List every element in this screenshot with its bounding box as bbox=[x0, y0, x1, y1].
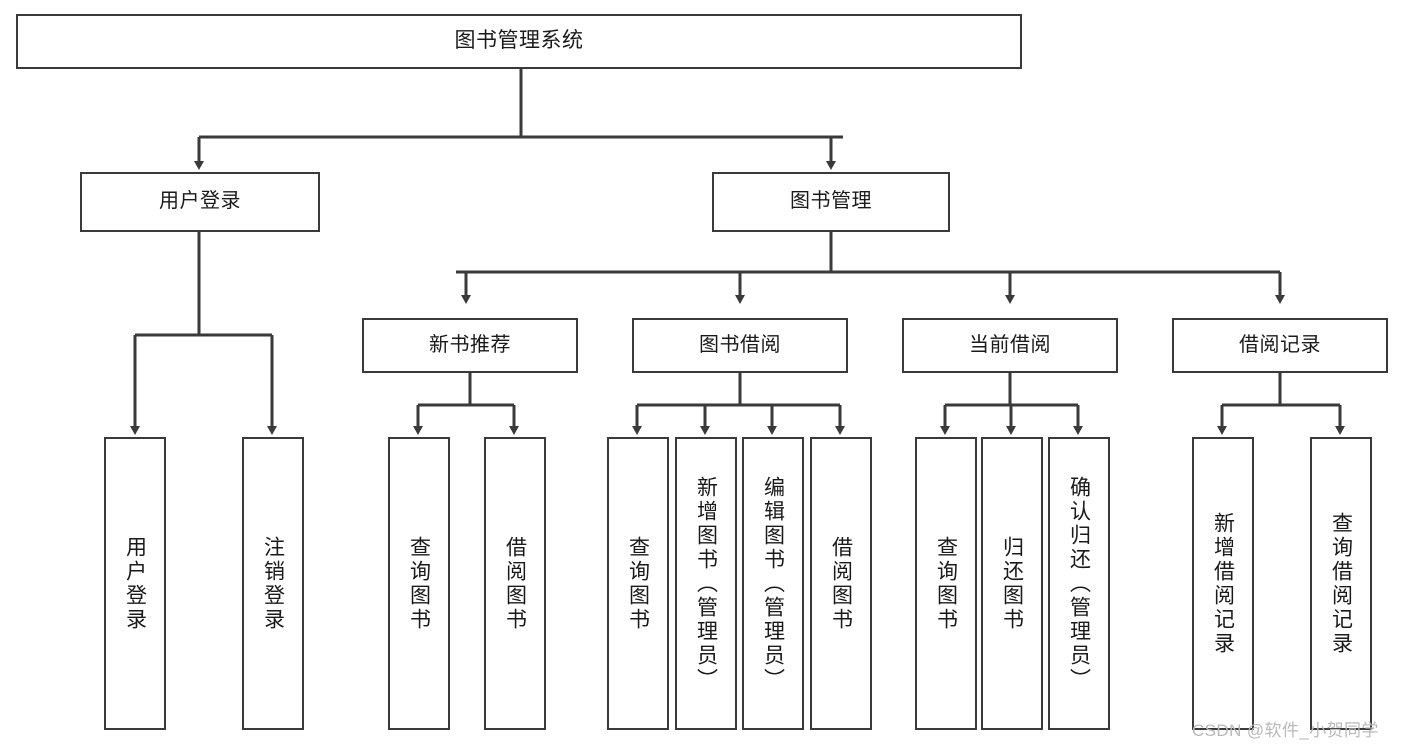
node-current-borrow[interactable]: 当前借阅 bbox=[902, 318, 1118, 373]
node-book-borrow[interactable]: 图书借阅 bbox=[632, 318, 848, 373]
node-book-manage-label: 图书管理 bbox=[790, 190, 872, 213]
node-leaf-confirm-return[interactable]: 确认归还（管理员） bbox=[1048, 437, 1110, 730]
node-leaf-borrow-book-2[interactable]: 借阅图书 bbox=[810, 437, 872, 730]
node-leaf-query-book-2-label: 查询图书 bbox=[626, 535, 650, 632]
node-leaf-return-book-label: 归还图书 bbox=[1000, 535, 1024, 632]
node-leaf-query-book-3[interactable]: 查询图书 bbox=[915, 437, 977, 730]
node-new-book-recommend[interactable]: 新书推荐 bbox=[362, 318, 578, 373]
node-leaf-query-book-3-label: 查询图书 bbox=[934, 535, 958, 632]
node-book-borrow-label: 图书借阅 bbox=[699, 333, 781, 356]
node-new-book-recommend-label: 新书推荐 bbox=[429, 333, 511, 356]
node-leaf-add-book[interactable]: 新增图书（管理员） bbox=[675, 437, 737, 730]
node-borrow-record-label: 借阅记录 bbox=[1239, 333, 1321, 356]
node-leaf-user-login-label: 用户登录 bbox=[123, 535, 147, 632]
node-leaf-query-book-1-label: 查询图书 bbox=[407, 535, 431, 632]
node-leaf-query-borrow-record[interactable]: 查询借阅记录 bbox=[1310, 437, 1372, 730]
node-leaf-return-book[interactable]: 归还图书 bbox=[981, 437, 1043, 730]
node-leaf-borrow-book-1[interactable]: 借阅图书 bbox=[484, 437, 546, 730]
node-leaf-query-borrow-record-label: 查询借阅记录 bbox=[1329, 511, 1353, 656]
node-leaf-add-book-label: 新增图书（管理员） bbox=[694, 475, 718, 692]
node-leaf-confirm-return-label: 确认归还（管理员） bbox=[1067, 475, 1091, 692]
node-leaf-borrow-book-1-label: 借阅图书 bbox=[503, 535, 527, 632]
node-leaf-edit-book-label: 编辑图书（管理员） bbox=[761, 475, 785, 692]
node-leaf-logout-login-label: 注销登录 bbox=[261, 535, 285, 632]
node-user-login[interactable]: 用户登录 bbox=[80, 172, 320, 232]
node-current-borrow-label: 当前借阅 bbox=[969, 333, 1051, 356]
watermark-text: CSDN @软件_小贺同学 bbox=[1192, 721, 1379, 740]
node-root-system[interactable]: 图书管理系统 bbox=[16, 14, 1022, 69]
node-leaf-query-book-2[interactable]: 查询图书 bbox=[607, 437, 669, 730]
node-root-label: 图书管理系统 bbox=[454, 29, 584, 53]
node-user-login-label: 用户登录 bbox=[159, 190, 241, 213]
node-leaf-logout-login[interactable]: 注销登录 bbox=[242, 437, 304, 730]
node-leaf-add-borrow-record[interactable]: 新增借阅记录 bbox=[1192, 437, 1254, 730]
node-leaf-user-login[interactable]: 用户登录 bbox=[104, 437, 166, 730]
node-leaf-edit-book[interactable]: 编辑图书（管理员） bbox=[742, 437, 804, 730]
node-leaf-borrow-book-2-label: 借阅图书 bbox=[829, 535, 853, 632]
node-leaf-add-borrow-record-label: 新增借阅记录 bbox=[1211, 511, 1235, 656]
node-book-manage[interactable]: 图书管理 bbox=[712, 172, 950, 232]
node-borrow-record[interactable]: 借阅记录 bbox=[1172, 318, 1388, 373]
node-leaf-query-book-1[interactable]: 查询图书 bbox=[388, 437, 450, 730]
